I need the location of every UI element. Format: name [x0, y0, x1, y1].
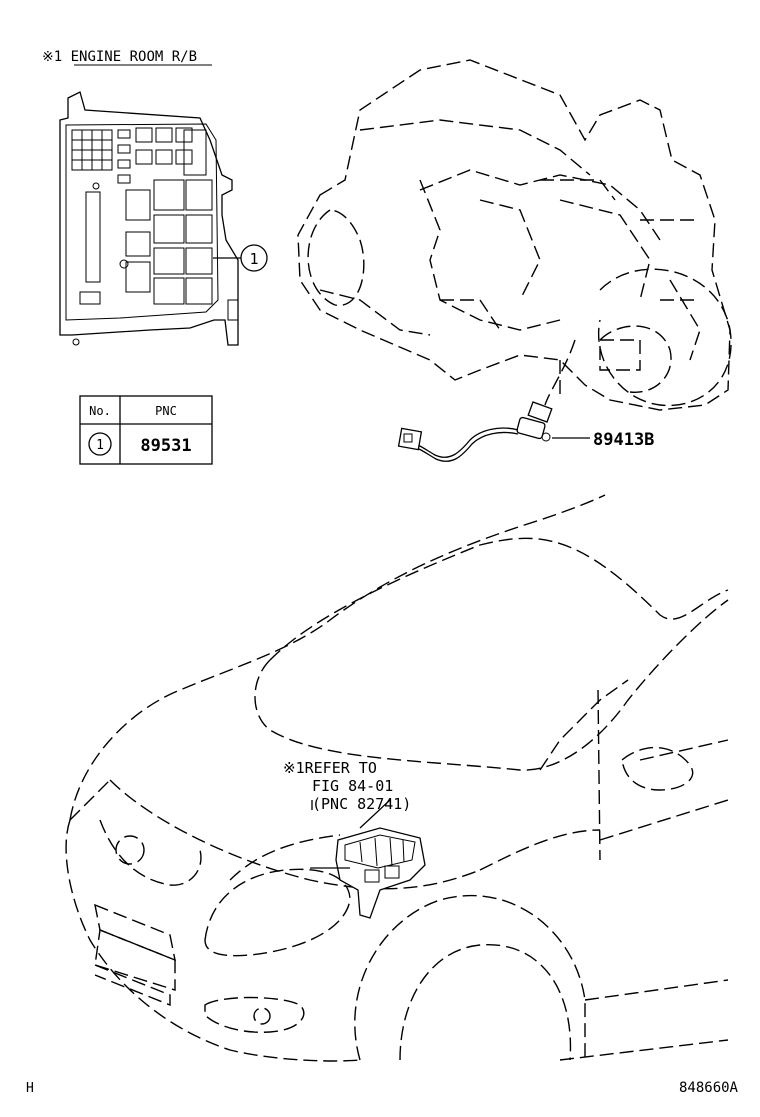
callout-number-1: 1: [249, 250, 258, 268]
engine-room-rb-label: ※1 ENGINE ROOM R/B: [42, 49, 197, 65]
callout-circle-1: [240, 244, 268, 272]
refer-note-line-2: FIG 84-01: [312, 777, 393, 795]
engine-bay-relay-box: [310, 827, 426, 919]
pnc-table-header-pnc: PNC: [155, 404, 177, 418]
speed-sensor-89413b: [397, 339, 590, 462]
illustration-id: 848660A: [679, 1080, 739, 1096]
refer-leader: [359, 799, 391, 829]
engine-room-relay-box: [59, 91, 241, 346]
part-number-89413b: 89413B: [593, 430, 654, 450]
pnc-table-header-no: No.: [89, 404, 111, 418]
refer-note-line-3: (PNC 82741): [312, 795, 411, 813]
pnc-table: No. PNC 1 89531: [79, 395, 213, 465]
footer-left-code: H: [26, 1081, 34, 1096]
pnc-row-no: 1: [96, 438, 104, 453]
refer-note-line-1: ※1REFER TO: [283, 759, 377, 777]
transaxle-outline: [297, 59, 732, 411]
vehicle-outline: [65, 494, 729, 1062]
pnc-row-part-number: 89531: [140, 436, 191, 456]
pnc-row-circle: [88, 432, 112, 456]
